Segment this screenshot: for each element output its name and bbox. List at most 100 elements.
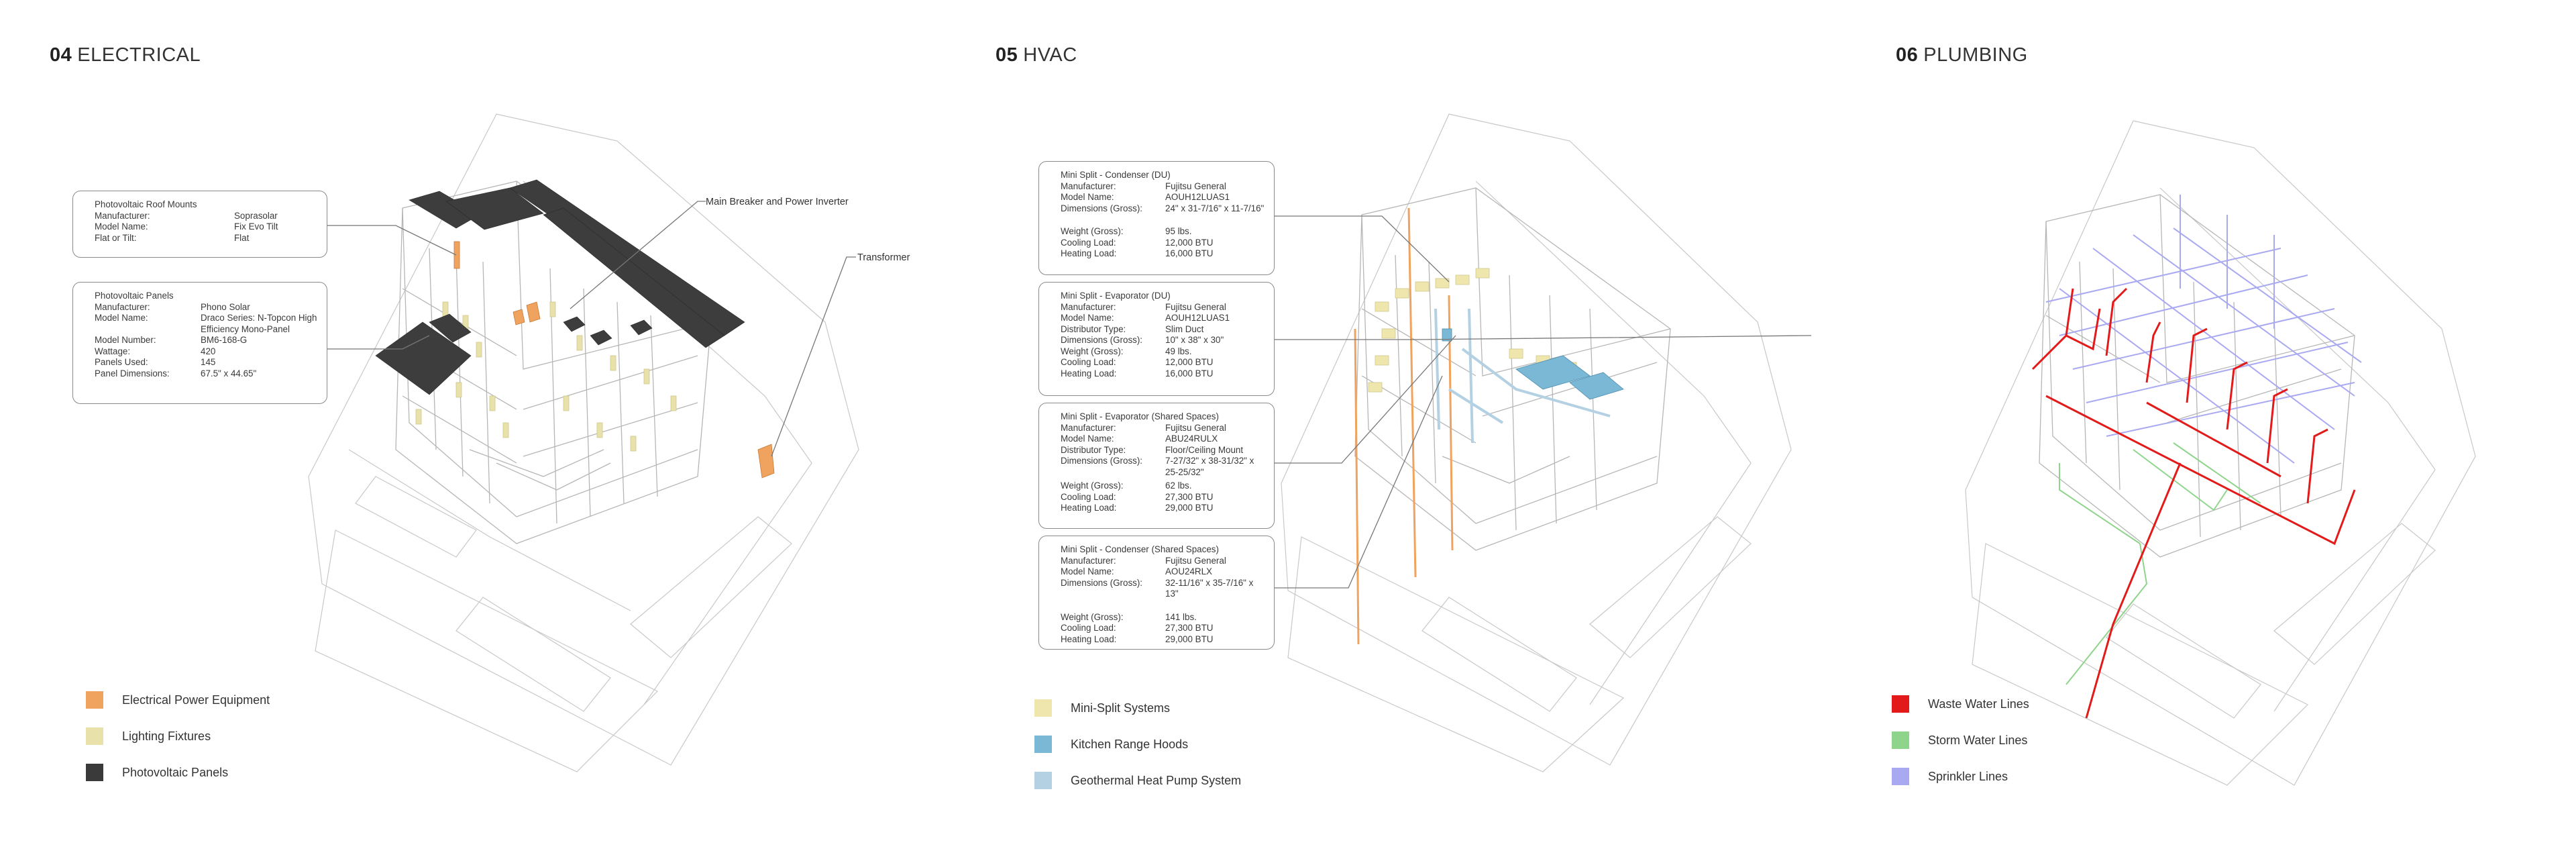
callout-key: Model Name: bbox=[1061, 434, 1114, 444]
callout-key: Cooling Load: bbox=[1061, 237, 1116, 248]
callout-title: Photovoltaic Panels bbox=[95, 291, 174, 301]
electrical-number: 04 bbox=[50, 44, 72, 66]
legend-swatch bbox=[1034, 772, 1052, 789]
callout-value: ABU24RULX bbox=[1165, 434, 1218, 444]
callout-key: Model Name: bbox=[95, 313, 148, 323]
legend-swatch bbox=[1034, 736, 1052, 753]
legend-item: Photovoltaic Panels bbox=[86, 754, 270, 791]
legend-label: Storm Water Lines bbox=[1928, 733, 2028, 747]
transformer-label: Transformer bbox=[857, 252, 910, 263]
callout-value: 141 lbs. bbox=[1165, 611, 1197, 622]
evaporator-du-callout: Mini Split - Evaporator (DU) Manufacture… bbox=[1038, 282, 1275, 396]
site-context-lines bbox=[1965, 120, 2476, 786]
legend-label: Electrical Power Equipment bbox=[122, 693, 270, 707]
evaporator-shared-callout: Mini Split - Evaporator (Shared Spaces) … bbox=[1038, 403, 1275, 529]
callout-value: Fujitsu General bbox=[1165, 181, 1226, 191]
callout-value: 29,000 BTU bbox=[1165, 503, 1214, 513]
callout-key: Manufacturer: bbox=[1061, 181, 1116, 191]
callout-key: Wattage: bbox=[95, 346, 131, 356]
callout-value: 95 lbs. bbox=[1165, 226, 1192, 236]
kitchen-range-hoods bbox=[1442, 328, 1624, 400]
callout-title: Mini Split - Evaporator (Shared Spaces) bbox=[1061, 411, 1219, 421]
callout-key: Dimensions (Gross): bbox=[1061, 335, 1143, 345]
callout-value: 62 lbs. bbox=[1165, 481, 1192, 491]
legend-item: Lighting Fixtures bbox=[86, 718, 270, 754]
plumbing-number: 06 bbox=[1896, 44, 1919, 66]
callout-title: Mini Split - Condenser (DU) bbox=[1061, 170, 1171, 180]
callout-key: Heating Load: bbox=[1061, 634, 1117, 644]
callout-value: 32-11/16" x 35-7/16" x 13" bbox=[1165, 577, 1254, 599]
callout-key: Dimensions (Gross): bbox=[1061, 456, 1143, 466]
callout-value: 67.5" x 44.65" bbox=[201, 368, 257, 378]
callout-key: Cooling Load: bbox=[1061, 357, 1116, 367]
legend-label: Sprinkler Lines bbox=[1928, 769, 2008, 783]
callout-key: Flat or Tilt: bbox=[95, 232, 137, 243]
callout-value: AOUH12LUAS1 bbox=[1165, 313, 1230, 323]
hvac-axonometric-drawing bbox=[1281, 113, 1792, 772]
callout-key: Manufacturer: bbox=[1061, 555, 1116, 566]
callout-value: Slim Duct bbox=[1165, 323, 1204, 334]
callout-key: Heating Load: bbox=[1061, 503, 1117, 513]
callout-key: Panel Dimensions: bbox=[95, 368, 170, 378]
legend-swatch bbox=[1034, 699, 1052, 717]
building-massing bbox=[395, 181, 712, 544]
callout-key: Cooling Load: bbox=[1061, 623, 1116, 633]
callout-key: Model Number: bbox=[95, 335, 156, 345]
callout-value: BM6-168-G bbox=[201, 335, 248, 345]
callout-key: Dimensions (Gross): bbox=[1061, 203, 1143, 213]
legend-item: Waste Water Lines bbox=[1892, 686, 2029, 722]
pv-roof-mounts-callout: Photovoltaic Roof Mounts Manufacturer:So… bbox=[72, 191, 327, 258]
site-context-lines bbox=[1281, 113, 1792, 772]
plumbing-axonometric-drawing bbox=[1965, 120, 2476, 786]
callout-value: Floor/Ceiling Mount bbox=[1165, 444, 1244, 455]
callout-key: Heating Load: bbox=[1061, 248, 1117, 258]
callout-key: Manufacturer: bbox=[1061, 301, 1116, 312]
callout-value: Fujitsu General bbox=[1165, 555, 1226, 566]
waste-water-lines bbox=[2031, 287, 2356, 719]
callout-value: Fujitsu General bbox=[1165, 422, 1226, 433]
callout-key: Model Name: bbox=[1061, 192, 1114, 202]
lighting-fixtures bbox=[415, 301, 677, 452]
callout-title: Photovoltaic Roof Mounts bbox=[95, 199, 197, 209]
callout-value: AOU24RLX bbox=[1165, 566, 1212, 576]
electrical-title-text: ELECTRICAL bbox=[77, 44, 201, 66]
callout-gap bbox=[1061, 214, 1266, 226]
callout-value: 12,000 BTU bbox=[1165, 237, 1214, 248]
callout-value: Phono Solar bbox=[201, 301, 250, 312]
legend-label: Geothermal Heat Pump System bbox=[1071, 773, 1242, 787]
storm-water-lines bbox=[2059, 442, 2261, 685]
callout-value: 16,000 BTU bbox=[1165, 248, 1214, 258]
legend-item: Geothermal Heat Pump System bbox=[1034, 762, 1241, 799]
legend-item: Storm Water Lines bbox=[1892, 722, 2029, 758]
legend-label: Lighting Fixtures bbox=[122, 729, 211, 743]
callout-value: 27,300 BTU bbox=[1165, 623, 1214, 633]
legend-item: Sprinkler Lines bbox=[1892, 758, 2029, 795]
callout-value: 420 bbox=[201, 346, 216, 356]
legend-label: Waste Water Lines bbox=[1928, 697, 2029, 711]
callout-key: Model Name: bbox=[1061, 566, 1114, 576]
callout-key: Heating Load: bbox=[1061, 368, 1117, 378]
legend-item: Kitchen Range Hoods bbox=[1034, 726, 1241, 762]
callout-value: 24" x 31-7/16" x 11-7/16" bbox=[1165, 203, 1265, 213]
callout-key: Weight (Gross): bbox=[1061, 481, 1124, 491]
callout-value: 29,000 BTU bbox=[1165, 634, 1214, 644]
legend-item: Mini-Split Systems bbox=[1034, 690, 1241, 726]
hvac-title-text: HVAC bbox=[1023, 44, 1077, 66]
callout-key: Dimensions (Gross): bbox=[1061, 577, 1143, 588]
callout-key: Manufacturer: bbox=[95, 301, 150, 312]
condenser-shared-callout: Mini Split - Condenser (Shared Spaces) M… bbox=[1038, 536, 1275, 650]
legend-item: Electrical Power Equipment bbox=[86, 682, 270, 718]
breaker-label: Main Breaker and Power Inverter bbox=[706, 197, 849, 207]
callout-value: Flat bbox=[234, 232, 250, 243]
legend-swatch bbox=[1892, 731, 1909, 749]
callout-key: Model Name: bbox=[1061, 313, 1114, 323]
callout-title: Mini Split - Evaporator (DU) bbox=[1061, 291, 1171, 301]
callout-value: Soprasolar bbox=[234, 210, 278, 221]
callout-value: Fix Evo Tilt bbox=[234, 221, 278, 232]
legend-swatch bbox=[86, 727, 103, 745]
callout-key: Weight (Gross): bbox=[1061, 611, 1124, 622]
